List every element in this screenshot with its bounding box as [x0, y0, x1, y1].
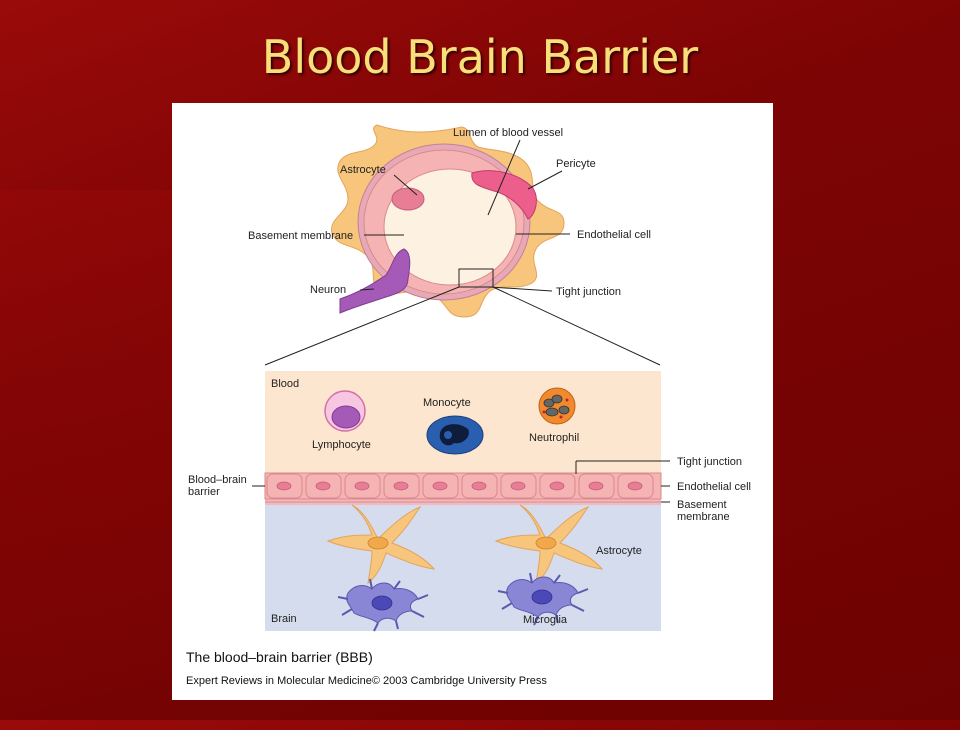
- monocyte: [426, 415, 484, 455]
- label-lymphocyte: Lymphocyte: [312, 439, 371, 451]
- label-monocyte: Monocyte: [423, 397, 471, 409]
- top-labels: Lumen of blood vessel Astrocyte Pericyte…: [248, 127, 651, 298]
- microglia-right: [497, 572, 589, 626]
- label-brain: Brain: [271, 613, 297, 625]
- slide-title: Blood Brain Barrier: [261, 30, 699, 84]
- label-lumen: Lumen of blood vessel: [453, 127, 563, 139]
- tight-junction-box: [458, 268, 494, 288]
- label-astrocyte-top: Astrocyte: [340, 164, 386, 176]
- label-bbb-line1: Blood–brain: [188, 474, 247, 486]
- label-basement-membrane: Basement membrane: [248, 230, 353, 242]
- label-tight-junction-detail: Tight junction: [677, 456, 742, 468]
- figure-caption-title: The blood–brain barrier (BBB): [186, 649, 373, 665]
- background-accent: [0, 190, 180, 730]
- label-bbb-line2: barrier: [188, 486, 220, 498]
- label-microglia: Microglia: [523, 614, 568, 626]
- microglia-left: [337, 578, 429, 632]
- label-blood: Blood: [271, 378, 299, 390]
- bbb-diagram: Lumen of blood vessel Astrocyte Pericyte…: [186, 124, 751, 687]
- figure-credit: Expert Reviews in Molecular Medicine© 20…: [186, 675, 547, 687]
- label-basement-line2: membrane: [677, 511, 730, 523]
- detail-panel: Blood Monocyte Lymphocyte Neutrophil Blo…: [188, 371, 751, 632]
- label-pericyte: Pericyte: [556, 158, 596, 170]
- pericyte: [471, 170, 537, 220]
- detail-leader-lines: [252, 460, 670, 503]
- neuron: [339, 248, 411, 314]
- label-basement-line1: Basement: [677, 499, 727, 511]
- neutrophil: [538, 387, 576, 425]
- astrocyte-left: [326, 504, 436, 585]
- label-astrocyte-detail: Astrocyte: [596, 545, 642, 557]
- brain-region: [265, 503, 661, 631]
- vessel-cross-section: [331, 124, 565, 318]
- label-neuron: Neuron: [310, 284, 346, 296]
- bbb-figure: Lumen of blood vessel Astrocyte Pericyte…: [172, 103, 773, 700]
- lymphocyte: [324, 390, 366, 432]
- label-neutrophil: Neutrophil: [529, 432, 579, 444]
- label-endothelial-cell-detail: Endothelial cell: [677, 481, 751, 493]
- label-endothelial-cell-top: Endothelial cell: [577, 229, 651, 241]
- label-tight-junction-top: Tight junction: [556, 286, 621, 298]
- top-leader-lines: [264, 139, 661, 366]
- endothelial-cell-row: [264, 472, 662, 500]
